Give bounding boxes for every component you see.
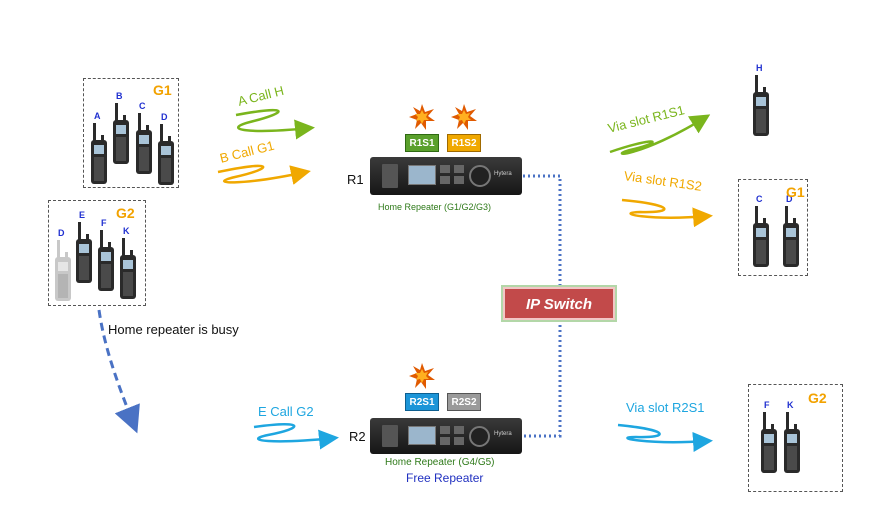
call-label-e-g2: E Call G2 [258,404,314,419]
slot-badge-r1s1: R1S1 [405,134,439,152]
repeater-brand: Hytera [494,431,512,437]
radio-icon [75,222,93,284]
radio-letter: C [756,194,763,204]
radio-letter: K [787,400,794,410]
radio-icon [90,123,108,185]
repeater-icon: Hytera [370,418,522,454]
radio-icon [760,412,778,474]
radio-letter: C [139,101,146,111]
via-label-r2s1: Via slot R2S1 [626,400,705,415]
group-label-g1-right: G1 [786,184,805,200]
radio-icon [752,75,770,137]
repeater-r2-subcaption: Free Repeater [406,471,484,485]
slot-badge-r2s2: R2S2 [447,393,481,411]
repeater-brand: Hytera [494,171,512,177]
ip-switch-label: IP Switch [525,296,593,313]
repeater-r1-name: R1 [347,172,364,187]
repeater-r2-name: R2 [349,429,366,444]
repeater-r1-caption: Home Repeater (G1/G2/G3) [378,202,492,212]
radio-icon [135,113,153,175]
zigzag-arrow-icon [253,423,339,450]
group-label-g2-right: G2 [808,390,827,406]
radio-letter: B [116,91,123,101]
radio-letter: H [756,63,763,73]
burst-icon [409,363,435,389]
burst-icon [451,104,477,130]
repeater-icon: Hytera [370,157,522,195]
radio-letter: D [58,228,65,238]
ip-switch-box: IP Switch [503,287,615,320]
radio-icon [782,206,800,268]
zigzag-arrow-icon [217,164,311,185]
radio-letter: D [786,194,793,204]
ip-link-r2 [523,320,562,438]
radio-letter: F [764,400,770,410]
radio-icon [119,238,137,300]
slot-badge-r2s1: R2S1 [405,393,439,411]
ip-link-r1 [523,174,562,287]
radio-icon [752,206,770,268]
radio-letter: K [123,226,130,236]
radio-letter: D [161,112,168,122]
zigzag-arrow-icon [621,198,713,228]
radio-letter: F [101,218,107,228]
zigzag-arrow-icon [617,423,713,452]
zigzag-arrow-icon [235,108,315,140]
radio-letter: E [79,210,86,220]
repeater-r2-caption: Home Repeater (G4/G5) [385,457,495,468]
slot-badge-r1s2: R1S2 [447,134,481,152]
radio-icon [783,412,801,474]
radio-icon [157,124,175,186]
burst-icon [409,104,435,130]
radio-letter: A [94,111,101,121]
dashed-arrow-icon [97,309,140,434]
radio-icon [112,103,130,165]
zigzag-arrow-icon [609,114,711,155]
radio-icon [54,240,72,302]
busy-note: Home repeater is busy [108,322,239,337]
group-label-g2-left: G2 [116,205,135,221]
group-label-g1-left: G1 [153,82,172,98]
radio-icon [97,230,115,292]
